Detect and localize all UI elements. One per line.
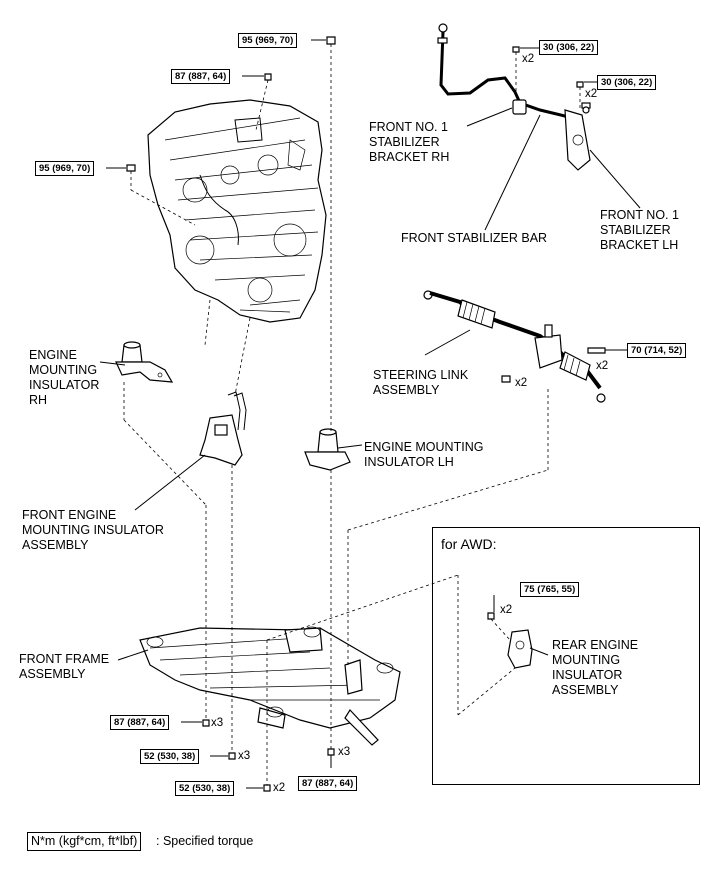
torque-spec-box: 87 (887, 64): [298, 776, 358, 791]
engine-mount-rh-illustration: [115, 341, 174, 383]
torque-spec-box: 87 (887, 64): [171, 69, 231, 84]
quantity-label: x2: [585, 88, 598, 100]
leader-lines: [99, 39, 641, 789]
label-front-engine-mounting-insulator: FRONT ENGINE MOUNTING INSULATOR ASSEMBLY: [22, 508, 164, 552]
quantity-label: x2: [500, 604, 513, 616]
alignment-lines: [123, 44, 549, 785]
torque-spec-box: 70 (714, 52): [627, 343, 687, 358]
steering-link-illustration: [423, 290, 628, 403]
torque-spec-box: 95 (969, 70): [35, 161, 95, 176]
engine-assembly-illustration: [147, 99, 327, 323]
torque-spec-box: 30 (306, 22): [597, 75, 657, 90]
label-rear-engine-mounting-insulator: REAR ENGINE MOUNTING INSULATOR ASSEMBLY: [552, 638, 639, 697]
label-steering-link-assembly: STEERING LINK ASSEMBLY: [373, 368, 469, 397]
rear-engine-mount-illustration: [487, 612, 533, 669]
label-engine-mounting-insulator-rh: ENGINE MOUNTING INSULATOR RH: [29, 348, 100, 407]
torque-spec-box: 52 (530, 38): [140, 749, 200, 764]
quantity-label: x2: [596, 360, 609, 372]
torque-spec-box: 52 (530, 38): [175, 781, 235, 796]
torque-spec-box: 95 (969, 70): [238, 33, 298, 48]
legend-torque-unit: N*m (kgf*cm, ft*lbf): [27, 832, 142, 851]
label-stabilizer-bracket-rh: FRONT NO. 1 STABILIZER BRACKET RH: [369, 120, 450, 164]
quantity-label: x2: [273, 782, 286, 794]
torque-spec-box: 30 (306, 22): [539, 40, 599, 55]
front-frame-illustration: [139, 626, 401, 746]
label-stabilizer-bracket-lh: FRONT NO. 1 STABILIZER BRACKET LH: [600, 208, 679, 252]
torque-spec-box: 87 (887, 64): [110, 715, 170, 730]
legend-description: : Specified torque: [156, 834, 254, 848]
engine-mount-lh-illustration: [304, 428, 351, 471]
fasteners: [126, 36, 336, 792]
label-engine-mounting-insulator-lh: ENGINE MOUNTING INSULATOR LH: [364, 440, 484, 469]
quantity-label: x3: [211, 717, 224, 729]
torque-spec-box: 75 (765, 55): [520, 582, 580, 597]
quantity-label: x2: [515, 377, 528, 389]
quantity-label: x2: [522, 53, 535, 65]
quantity-label: x3: [338, 746, 351, 758]
awd-inset-title: for AWD:: [441, 536, 497, 552]
awd-inset-box: [432, 527, 700, 785]
label-front-stabilizer-bar: FRONT STABILIZER BAR: [401, 231, 548, 245]
front-stabilizer-bar-illustration: [437, 23, 591, 171]
stabilizer-bolts: [512, 46, 598, 108]
quantity-label: x3: [238, 750, 251, 762]
front-engine-mount-illustration: [199, 391, 247, 466]
label-front-frame-assembly: FRONT FRAME ASSEMBLY: [19, 652, 110, 681]
